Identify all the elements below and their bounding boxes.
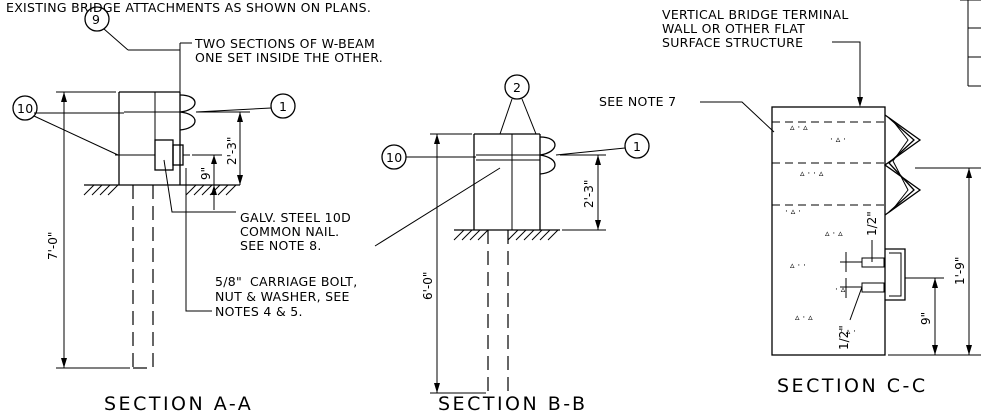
leader-2b	[521, 98, 537, 135]
dim-9-text: 9"	[199, 167, 213, 180]
lower-rail	[885, 248, 906, 301]
note-wbeam-line1: TWO SECTIONS OF W-BEAM	[194, 36, 375, 51]
dim-half-top: 1/2"	[865, 211, 879, 236]
dim-arrow	[595, 155, 601, 165]
dim-arrow	[434, 383, 440, 393]
leader-10b	[33, 115, 119, 156]
dim-6-0-text: 6'-0"	[421, 272, 435, 300]
callout-circle-2	[504, 74, 530, 100]
dim-arrow	[211, 185, 217, 195]
callout-circle-9	[84, 6, 110, 32]
dim-7-0-text: 7'-0"	[46, 232, 60, 260]
note-bolt-line3: NOTES 4 & 5.	[215, 304, 303, 319]
dim-arrow	[595, 220, 601, 230]
dim-half-bottom: 1/2"	[837, 325, 851, 350]
dim-2-3-text: 2'-3"	[582, 180, 596, 208]
leader-1	[195, 107, 272, 113]
note-wbeam-line2: ONE SET INSIDE THE OTHER.	[195, 50, 383, 65]
svg-text:▵ · · ▵: ▵ · · ▵	[800, 169, 824, 179]
note-bolt-frac: 5/8"	[215, 274, 242, 289]
dim-arrow	[932, 278, 938, 288]
section-c-c: ▵ · ▵ · ▵ · ▵ · · ▵ · ▵ · ▵ · ▵ ▵ · · · …	[599, 0, 981, 397]
lower-rail-inner	[889, 252, 902, 297]
note-bolt-line1: CARRIAGE BOLT,	[250, 274, 357, 289]
note-wall-line2: WALL OR OTHER FLAT	[662, 21, 805, 36]
svg-text:· ▵ ·: · ▵ ·	[785, 207, 801, 217]
callout-1: 1	[633, 139, 641, 154]
callout-circle-1	[270, 93, 296, 119]
note-wall-line1: VERTICAL BRIDGE TERMINAL	[662, 7, 849, 22]
section-b-b: 6'-0" 2'-3" 2 10 1 SECTION B-B	[374, 74, 650, 412]
section-b-b-title: SECTION B-B	[438, 393, 588, 412]
dim-arrow	[966, 345, 972, 355]
leader-nail-b	[374, 167, 501, 247]
leader-arrow	[857, 97, 863, 107]
w-beam-profile	[539, 136, 556, 175]
dim-1-9-text: 1'-9"	[953, 257, 967, 285]
bolt-nut	[172, 144, 184, 166]
dim-arrow	[61, 92, 67, 102]
leader-1	[555, 147, 626, 156]
header-note: EXISTING BRIDGE ATTACHMENTS AS SHOWN ON …	[6, 0, 371, 15]
thrie-beam-inner2	[892, 120, 909, 210]
callout-9: 9	[92, 12, 100, 27]
callout-circle-1	[624, 133, 650, 159]
svg-text:▵ · ·: ▵ · ·	[790, 261, 806, 271]
section-a-a: 7'-0" 2'-3" 9" 9 10 1 TWO SECTIONS OF W-…	[12, 6, 383, 412]
note-nail-line1: GALV. STEEL 10D	[240, 210, 351, 225]
bolt-plate	[861, 282, 885, 293]
dim-9-text: 9"	[919, 312, 933, 325]
section-a-a-title: SECTION A-A	[104, 393, 253, 412]
callout-1: 1	[279, 99, 287, 114]
dim-arrow	[434, 134, 440, 144]
svg-text:· ▵ ·: · ▵ ·	[830, 135, 846, 145]
w-beam-profile	[179, 94, 196, 131]
svg-text:▵ · ▵: ▵ · ▵	[825, 229, 843, 239]
note-bolt-line2: NUT & WASHER, SEE	[215, 289, 350, 304]
note-wall-line3: SURFACE STRUCTURE	[662, 35, 803, 50]
callout-circle-10	[12, 95, 38, 121]
leader-half-bottom	[849, 286, 863, 321]
callout-10: 10	[386, 150, 403, 165]
leader-note-7	[700, 101, 775, 133]
callout-10: 10	[17, 101, 34, 116]
leader-9	[103, 28, 129, 51]
thrie-beam-outer	[883, 114, 922, 216]
svg-text:▵ · ▵: ▵ · ▵	[790, 123, 808, 133]
svg-text:▵ · ▵: ▵ · ▵	[795, 313, 813, 323]
thrie-beam-inner	[888, 117, 915, 213]
dim-arrow	[211, 155, 217, 164]
dim-arrow	[237, 175, 243, 185]
dim-2-3-text: 2'-3"	[225, 137, 239, 165]
dim-arrow	[966, 168, 972, 178]
leader-nail	[163, 159, 236, 213]
terminal-wall	[771, 106, 886, 356]
svg-text:· ▵ ·: · ▵ ·	[840, 327, 856, 337]
ground-hatch	[453, 229, 559, 241]
leader-wall	[832, 41, 861, 105]
dim-arrow	[932, 345, 938, 355]
section-c-c-title: SECTION C-C	[777, 375, 928, 397]
bolt-plate	[861, 257, 885, 268]
dim-arrow	[237, 112, 243, 122]
svg-text:· ▵: · ▵	[835, 285, 846, 295]
bolt-block	[154, 139, 174, 171]
dim-arrow	[61, 358, 67, 368]
leader-bolt	[185, 168, 212, 312]
leader-2a	[499, 98, 513, 135]
see-note-7: SEE NOTE 7	[599, 94, 676, 109]
note-nail-line2: COMMON NAIL.	[240, 224, 339, 239]
callout-2: 2	[513, 80, 521, 95]
note-nail-line3: SEE NOTE 8.	[240, 238, 322, 253]
concrete-stipple: ▵ · ▵ · ▵ · ▵ · · ▵ · ▵ · ▵ · ▵ ▵ · · · …	[785, 123, 856, 337]
